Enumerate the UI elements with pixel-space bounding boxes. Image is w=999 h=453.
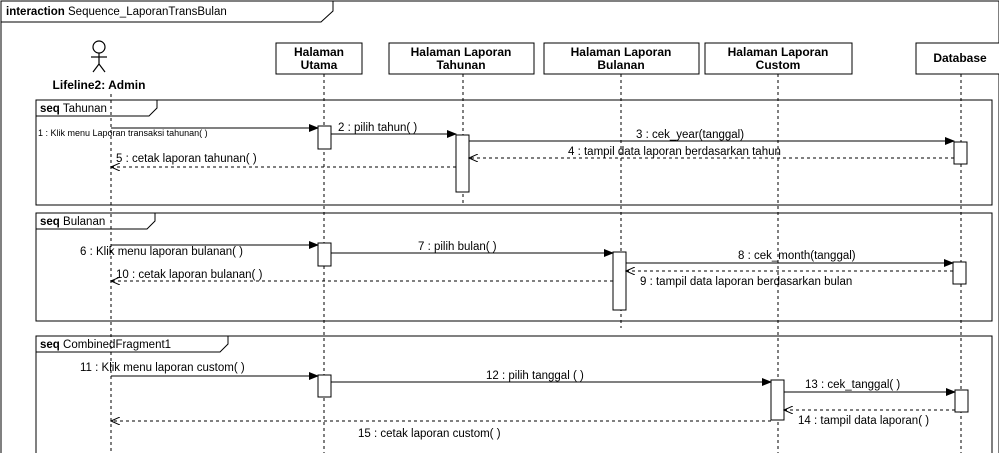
activation-bar — [952, 261, 967, 285]
lifeline-head-database: Database — [915, 42, 999, 75]
message-label: 6 : Klik menu laporan bulanan( ) — [80, 246, 243, 258]
fragment-combined: seq CombinedFragment1 — [35, 335, 993, 453]
svg-text:seq Bulanan: seq Bulanan — [40, 216, 105, 228]
message-label: 15 : cetak laporan custom( ) — [358, 428, 501, 440]
fragment-bulanan: seq Bulanan — [35, 212, 993, 322]
message-label: 7 : pilih bulan( ) — [418, 241, 497, 253]
svg-text:Bulanan: Bulanan — [597, 58, 644, 72]
message-label: 10 : cetak laporan bulanan( ) — [116, 269, 263, 281]
activation-bar — [317, 125, 332, 150]
fragment-tahunan: seq Tahunan — [35, 99, 993, 206]
activation-bar — [455, 134, 470, 193]
message-label: 1 : Klik menu Laporan transaksi tahunan(… — [38, 128, 208, 138]
lifeline-head-laporan-custom: Halaman Laporan Custom — [704, 42, 853, 75]
activation-bar — [612, 251, 627, 311]
svg-text:Halaman: Halaman — [294, 45, 344, 59]
activation-bar — [317, 242, 332, 267]
svg-text:Tahunan: Tahunan — [436, 58, 485, 72]
actor-icon — [91, 40, 107, 73]
interaction-frame-tab — [1, 1, 334, 23]
message-label: 11 : Klik menu laporan custom( ) — [80, 362, 245, 374]
svg-text:Halaman Laporan: Halaman Laporan — [728, 45, 829, 59]
svg-text:Halaman Laporan: Halaman Laporan — [411, 45, 512, 59]
activation-bar — [954, 389, 969, 413]
activation-bar — [770, 379, 785, 421]
message-label: 3 : cek_year(tanggal) — [636, 129, 744, 141]
message-label: 12 : pilih tanggal ( ) — [486, 370, 584, 382]
lifeline-head-laporan-tahunan: Halaman Laporan Tahunan — [388, 42, 535, 75]
message-label: 8 : cek_month(tanggal) — [738, 250, 856, 262]
actor-name: Lifeline2: Admin — [53, 78, 146, 92]
svg-text:seq CombinedFragment1: seq CombinedFragment1 — [40, 339, 171, 351]
svg-text:Custom: Custom — [756, 58, 801, 72]
message-label: 2 : pilih tahun( ) — [338, 122, 417, 134]
activation-bar — [317, 374, 332, 398]
svg-text:Utama: Utama — [301, 58, 338, 72]
message-label: 13 : cek_tanggal( ) — [805, 379, 900, 391]
message-label: 4 : tampil data laporan berdasarkan tahu… — [568, 146, 781, 158]
activation-bar — [953, 141, 968, 165]
lifeline-head-halaman-utama: Halaman Utama — [275, 42, 363, 75]
message-label: 9 : tampil data laporan berdasarkan bula… — [640, 276, 852, 288]
svg-text:seq Tahunan: seq Tahunan — [40, 103, 107, 115]
svg-text:Halaman Laporan: Halaman Laporan — [571, 45, 672, 59]
message-label: 14 : tampil data laporan( ) — [798, 415, 929, 427]
interaction-frame-label: interaction Sequence_LaporanTransBulan — [6, 6, 227, 18]
lifeline-head-laporan-bulanan: Halaman Laporan Bulanan — [543, 42, 700, 75]
message-label: 5 : cetak laporan tahunan( ) — [116, 153, 257, 165]
svg-text:Database: Database — [933, 51, 987, 65]
